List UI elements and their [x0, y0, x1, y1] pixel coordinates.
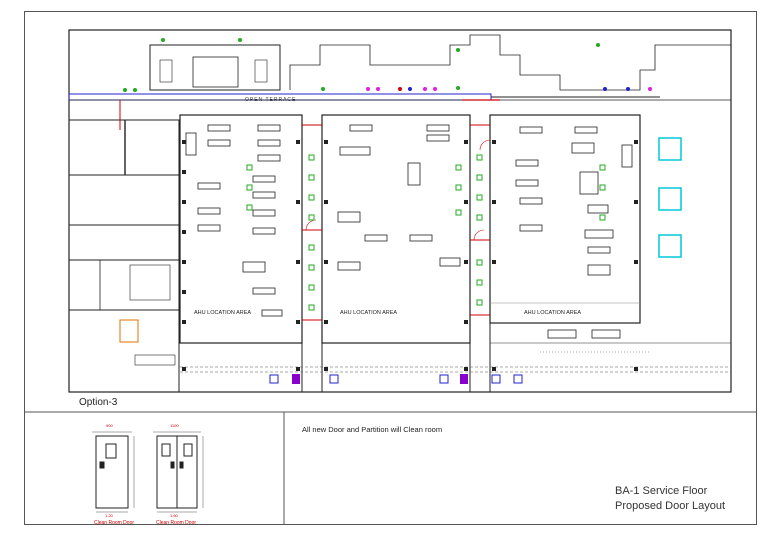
- door-2-caption: Clean Room Door: [156, 520, 197, 526]
- title-line-2: Proposed Door Layout: [615, 500, 726, 512]
- door-1-width-top: 900: [106, 423, 113, 428]
- left-room-2: [68, 174, 180, 226]
- left-room-4: [68, 259, 180, 311]
- option-label: Option-3: [79, 397, 118, 408]
- area-label-3: AHU LOCATION AREA: [524, 310, 582, 316]
- area-label-1: AHU LOCATION AREA: [194, 310, 252, 316]
- ahu-zone-3: [489, 114, 641, 324]
- cyan-units: [658, 137, 682, 258]
- door-1-width-bottom: 1.20: [105, 513, 113, 518]
- title-line-1: BA-1 Service Floor: [615, 485, 708, 497]
- building-outline: [68, 29, 732, 393]
- left-room-5: [68, 309, 180, 393]
- bottom-doors: [269, 374, 523, 384]
- door-2-width-top: 1100: [170, 423, 179, 428]
- ahu-units: [185, 124, 633, 339]
- door-elevation-single: [92, 431, 135, 513]
- open-terrace-label: OPEN TERRACE: [245, 97, 297, 103]
- title-block: BA-1 Service Floor Proposed Door Layout: [615, 484, 725, 514]
- stair-block: [149, 44, 281, 91]
- left-room-1: [68, 119, 180, 176]
- door-elevation-double: [153, 431, 204, 513]
- drawing-note: All new Door and Partition will Clean ro…: [302, 425, 443, 434]
- green-equipment: [246, 154, 606, 311]
- door-1-caption: Clean Room Door: [94, 520, 135, 526]
- area-label-2: AHU LOCATION AREA: [340, 310, 398, 316]
- left-room-3: [68, 224, 180, 261]
- door-2-width-bottom: 1.60: [170, 513, 178, 518]
- column-markers: [182, 140, 638, 371]
